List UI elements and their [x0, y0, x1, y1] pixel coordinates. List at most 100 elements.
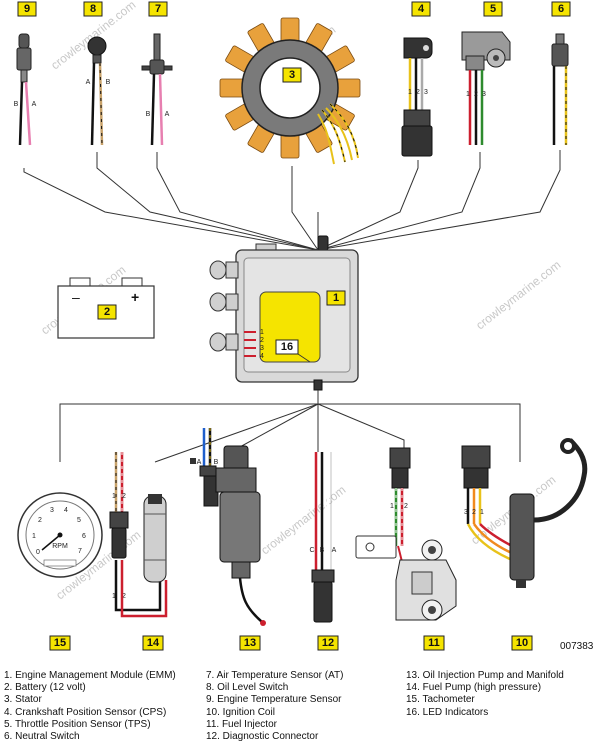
tach-4: 4 — [64, 507, 68, 514]
line-14 — [154, 403, 319, 463]
callout-7: 7 — [148, 1, 168, 17]
tach-7: 7 — [78, 548, 82, 555]
engine-temperature-sensor: B A — [14, 33, 37, 146]
diagram-number: 007383 — [560, 641, 594, 652]
svg-text:16: 16 — [281, 341, 293, 353]
svg-text:10: 10 — [516, 637, 528, 649]
wiring-diagram: crowleymarine.com crowleymarine.com crow… — [14, 0, 588, 651]
callout-14: 14 — [142, 635, 164, 651]
tach-unit: RPM — [52, 543, 68, 550]
led-indicators: 1 2 3 4 — [244, 329, 264, 360]
tach-3: 3 — [50, 507, 54, 514]
pin-label-12-b: B — [320, 547, 325, 554]
legend-item: 2. Battery (12 volt) — [4, 682, 86, 694]
throttle-position-sensor: 1 2 3 — [461, 31, 511, 145]
svg-text:11: 11 — [428, 637, 440, 649]
legend-item: 16. LED Indicators — [406, 706, 489, 718]
line-8 — [96, 152, 319, 251]
line-15 — [59, 403, 318, 462]
pin-label-9-a: A — [32, 101, 37, 108]
callout-5: 5 — [483, 1, 503, 17]
callout-11: 11 — [423, 635, 445, 651]
bottom-harness-lines — [59, 390, 521, 463]
legend-item: 8. Oil Level Switch — [206, 682, 289, 694]
pin-label-10-3: 3 — [464, 509, 468, 516]
svg-text:15: 15 — [54, 637, 66, 649]
oil-level-switch: A B — [86, 36, 111, 146]
pin-label-4-3: 3 — [424, 89, 428, 96]
led-label-1: 1 — [260, 329, 264, 336]
legend-item: 9. Engine Temperature Sensor — [206, 694, 342, 706]
line-7 — [156, 152, 319, 251]
engine-management-module: 1 2 3 4 — [209, 235, 359, 391]
callout-3: 3 — [282, 67, 302, 83]
pin-label-5-2: 2 — [474, 91, 478, 98]
tach-5: 5 — [77, 517, 81, 524]
legend-item: 15. Tachometer — [406, 694, 475, 706]
pin-label-9-b: B — [14, 101, 19, 108]
pin-label-8-a: A — [86, 79, 91, 86]
callout-1: 1 — [326, 290, 346, 306]
legend-item: 14. Fuel Pump (high pressure) — [406, 682, 542, 694]
svg-text:3: 3 — [289, 69, 295, 81]
pin-label-11-1: 1 — [390, 503, 394, 510]
led-label-2: 2 — [260, 337, 264, 344]
fuel-pump: 1 2 1 2 — [109, 452, 168, 618]
pin-label-10-1: 1 — [480, 509, 484, 516]
callout-9: 9 — [17, 1, 37, 17]
callout-8: 8 — [83, 1, 103, 17]
line-9 — [23, 168, 319, 251]
callout-16: 16 — [275, 339, 299, 355]
legend-item: 13. Oil Injection Pump and Manifold — [406, 670, 564, 681]
callout-4: 4 — [411, 1, 431, 17]
pin-label-14-2: 2 — [122, 493, 126, 500]
pin-label-7-b: B — [146, 111, 151, 118]
line-5 — [317, 152, 481, 251]
svg-text:8: 8 — [90, 3, 96, 15]
led-label-3: 3 — [260, 345, 264, 352]
legend-item: 4. Crankshaft Position Sensor (CPS) — [4, 706, 167, 718]
callout-13: 13 — [239, 635, 261, 651]
svg-text:12: 12 — [322, 637, 334, 649]
legend-item: 11. Fuel Injector — [206, 718, 277, 730]
pin-label-7-a: A — [165, 111, 170, 118]
line-13 — [237, 403, 319, 449]
svg-text:4: 4 — [418, 3, 425, 15]
line-4 — [317, 160, 419, 251]
legend-item: 6. Neutral Switch — [4, 730, 80, 742]
pin-label-14-1: 1 — [112, 493, 116, 500]
watermark-5: crowleymarine.com — [473, 258, 563, 333]
pin-label-4-1: 1 — [408, 89, 412, 96]
pin-label-8-b: B — [106, 79, 111, 86]
line-3 — [291, 166, 319, 251]
svg-text:9: 9 — [24, 3, 30, 15]
pin-label-10-2: 2 — [472, 509, 476, 516]
tach-0: 0 — [36, 549, 40, 556]
air-temperature-sensor: B A — [141, 33, 173, 146]
legend-item: 3. Stator — [4, 694, 42, 706]
pin-label-11-2: 2 — [404, 503, 408, 510]
pin-label-4-2: 2 — [416, 89, 420, 96]
callout-6: 6 — [551, 1, 571, 17]
svg-text:13: 13 — [244, 637, 256, 649]
pin-label-12-a: A — [332, 547, 337, 554]
line-6 — [317, 150, 561, 251]
callout-15: 15 — [49, 635, 71, 651]
pin-label-5-1: 1 — [466, 91, 470, 98]
svg-text:14: 14 — [147, 637, 160, 649]
callouts: 9 8 7 3 4 5 6 1 2 16 15 14 13 12 11 10 — [17, 1, 571, 651]
legend-column-1: 1. Engine Management Module (EMM)2. Batt… — [4, 670, 176, 743]
diagnostic-connector: C B A — [309, 452, 337, 623]
pin-label-5-3: 3 — [482, 91, 486, 98]
ignition-coil: 3 2 1 — [461, 438, 588, 588]
pin-label-14-b1: 1 — [112, 593, 116, 600]
line-10 — [318, 403, 521, 462]
neutral-switch — [551, 33, 569, 145]
oil-injection-pump: A B — [190, 428, 266, 626]
svg-text:1: 1 — [333, 292, 339, 304]
legend-column-2: 7. Air Temperature Sensor (AT)8. Oil Lev… — [206, 670, 343, 743]
svg-text:2: 2 — [104, 306, 110, 318]
tach-2: 2 — [38, 517, 42, 524]
legend: 1. Engine Management Module (EMM)2. Batt… — [4, 670, 600, 750]
top-harness-lines — [23, 150, 561, 251]
